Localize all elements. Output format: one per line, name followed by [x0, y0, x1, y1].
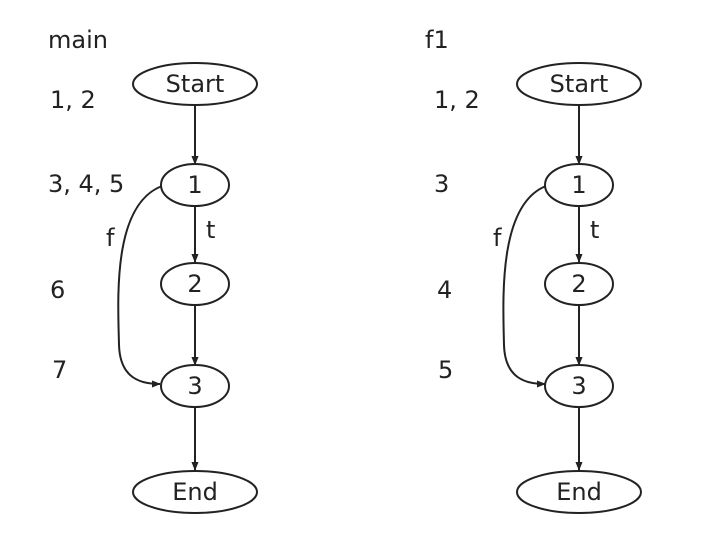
edge-1-to-3-false	[502, 185, 547, 388]
row-label-node-1: 3	[434, 170, 449, 198]
edge-label-true: t	[590, 216, 599, 244]
node-end: End	[132, 470, 258, 514]
svg-text:Start: Start	[166, 70, 225, 98]
node-2: 2	[160, 262, 230, 306]
row-label-node-2: 4	[437, 276, 452, 304]
svg-text:End: End	[172, 478, 218, 506]
row-label-node-3: 7	[52, 356, 67, 384]
graph-title: main	[48, 26, 108, 54]
node-1: 1	[544, 163, 614, 207]
row-label-node-3: 5	[438, 356, 453, 384]
row-label-start: 1, 2	[434, 86, 480, 114]
svg-text:End: End	[556, 478, 602, 506]
node-start: Start	[132, 62, 258, 106]
svg-text:1: 1	[187, 171, 202, 199]
row-label-start: 1, 2	[50, 86, 96, 114]
edge-1-to-3-false	[117, 185, 163, 388]
node-3: 3	[544, 364, 614, 408]
svg-text:2: 2	[187, 270, 202, 298]
svg-text:Start: Start	[550, 70, 609, 98]
edge-label-false: f	[493, 224, 502, 252]
svg-text:3: 3	[571, 372, 586, 400]
graph-title: f1	[425, 26, 449, 54]
svg-text:2: 2	[571, 270, 586, 298]
svg-text:1: 1	[571, 171, 586, 199]
graph-main: main 1, 2 3, 4, 5 6 7 t f Start 1 2 3	[48, 26, 258, 514]
node-1: 1	[160, 163, 230, 207]
node-start: Start	[516, 62, 642, 106]
edge-label-false: f	[106, 224, 115, 252]
edge-label-true: t	[206, 216, 215, 244]
node-3: 3	[160, 364, 230, 408]
svg-text:3: 3	[187, 372, 202, 400]
graph-f1: f1 1, 2 3 4 5 t f Start 1 2 3	[425, 26, 642, 514]
row-label-node-1: 3, 4, 5	[48, 170, 124, 198]
node-2: 2	[544, 262, 614, 306]
row-label-node-2: 6	[50, 276, 65, 304]
node-end: End	[516, 470, 642, 514]
